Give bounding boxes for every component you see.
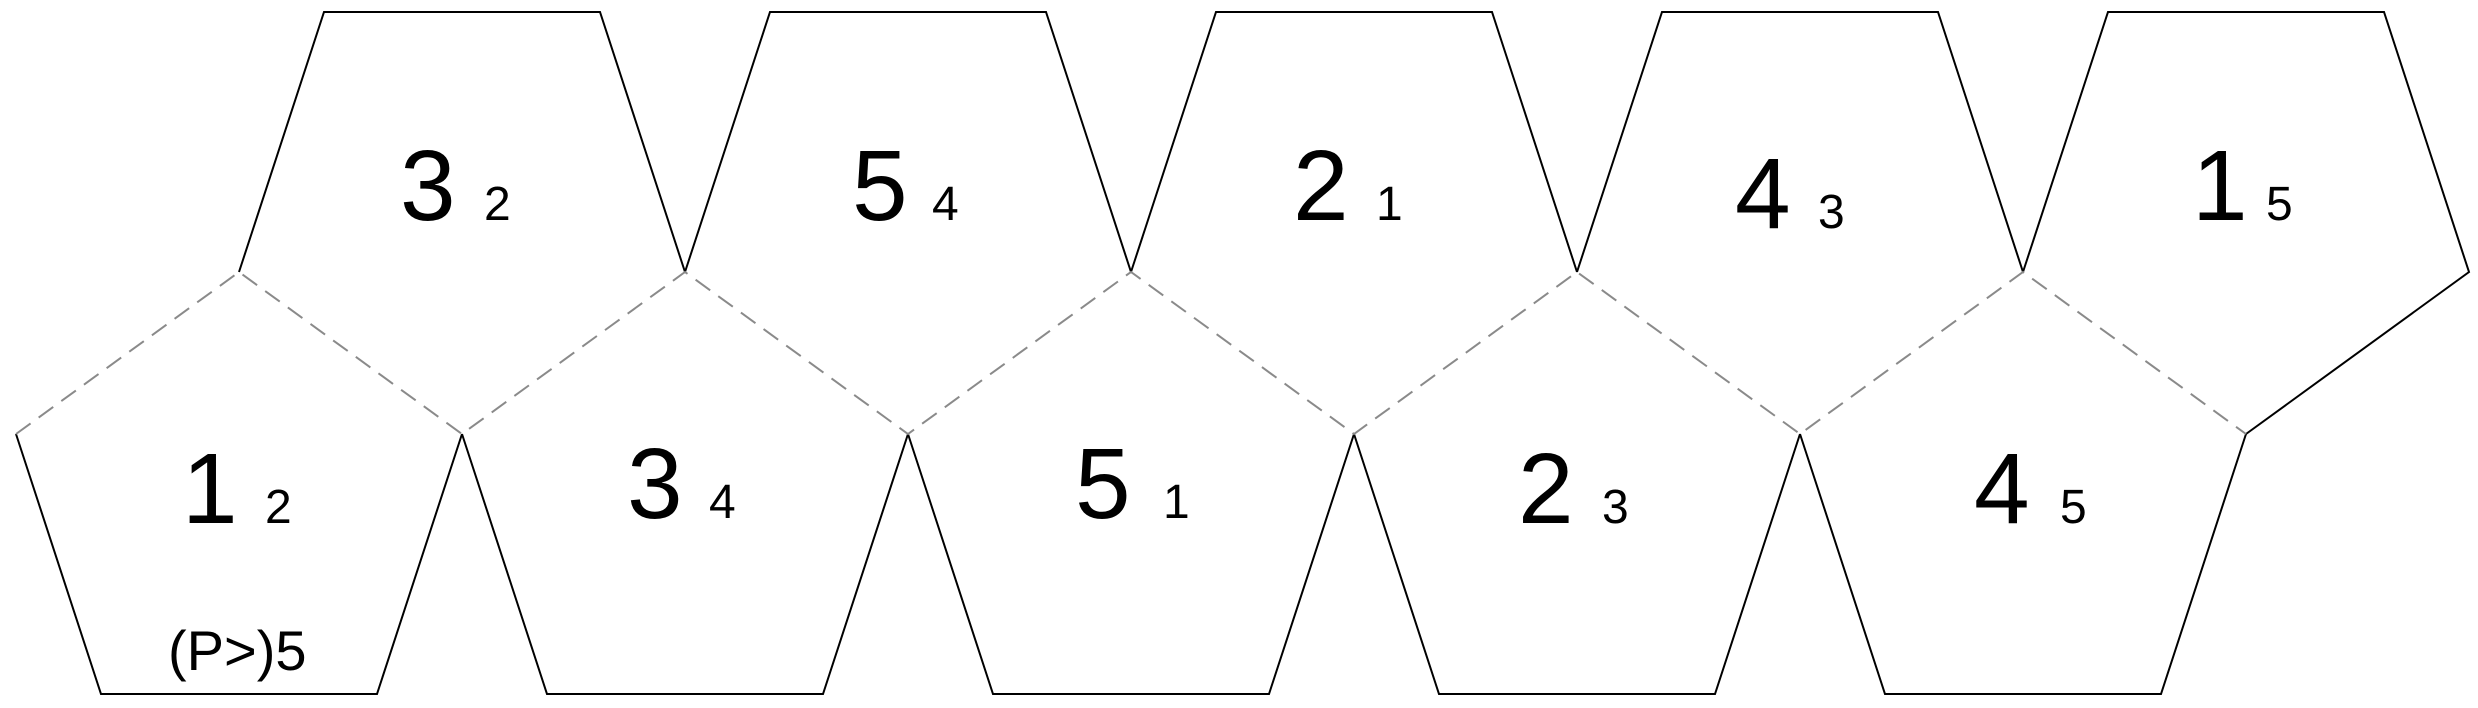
top-face-4-main-number: 4 (1735, 138, 1791, 250)
bottom-face-2-sub-number: 4 (709, 476, 736, 529)
fold-lines (15, 270, 2247, 436)
bottom-face-1-main-number: 1 (182, 433, 238, 545)
top-face-5-outline (2022, 11, 2471, 435)
bottom-face-3-main-number: 5 (1075, 428, 1131, 540)
bottom-face-1-outline (15, 433, 463, 695)
bottom-face-3-sub-number: 1 (1163, 476, 1190, 529)
top-face-1-outline (238, 11, 686, 273)
top-face-2-outline (684, 11, 1132, 273)
top-face-5-sub-number: 5 (2266, 178, 2293, 231)
bottom-face-5-sub-number: 5 (2060, 481, 2087, 534)
bottom-face-1-sub-number: 2 (265, 481, 292, 534)
top-face-4-outline (1576, 11, 2024, 273)
top-face-5-main-number: 1 (2192, 130, 2248, 242)
face-note: (P>)5 (168, 619, 307, 682)
bottom-face-3-outline (907, 433, 1355, 695)
bottom-face-2-outline (461, 433, 909, 695)
top-face-3-main-number: 2 (1293, 130, 1349, 242)
bottom-face-2-main-number: 3 (627, 428, 683, 540)
top-face-1-main-number: 3 (400, 130, 456, 242)
bottom-face-4-outline (1353, 433, 1801, 695)
top-face-3-outline (1130, 11, 1578, 273)
bottom-face-4-main-number: 2 (1518, 433, 1574, 545)
top-row-labels: 3 2 5 4 2 1 4 3 1 5 (400, 130, 2293, 250)
top-face-3-sub-number: 1 (1376, 178, 1403, 231)
top-face-1-sub-number: 2 (484, 178, 511, 231)
top-face-2-main-number: 5 (852, 130, 908, 242)
top-face-2-sub-number: 4 (932, 178, 959, 231)
bottom-row-labels: 1 2 3 4 5 1 2 3 4 5 (182, 428, 2087, 545)
top-face-4-sub-number: 3 (1818, 186, 1845, 239)
bottom-face-5-main-number: 4 (1974, 433, 2030, 545)
cut-edges (15, 11, 2471, 695)
bottom-face-4-sub-number: 3 (1602, 481, 1629, 534)
bottom-face-5-outline (1799, 433, 2247, 695)
